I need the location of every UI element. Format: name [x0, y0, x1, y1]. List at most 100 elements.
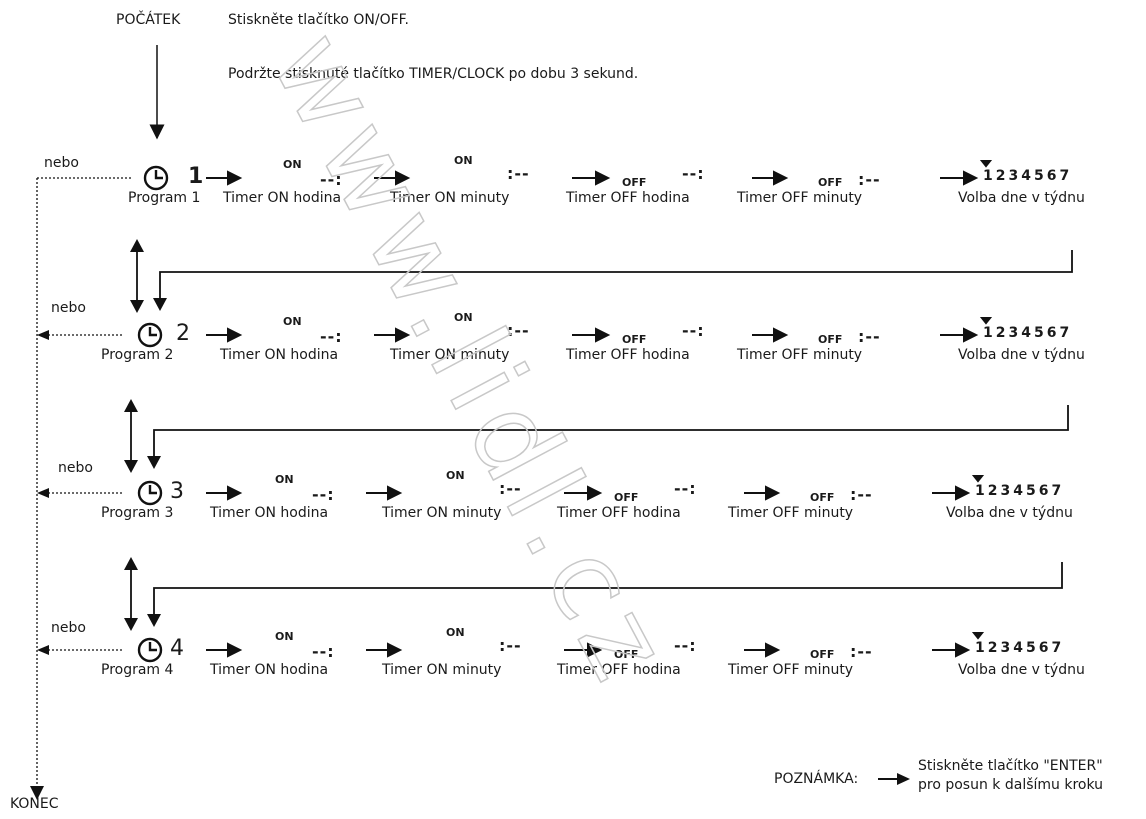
- display-on-minute: ON: [454, 311, 473, 324]
- start-label: POČÁTEK: [116, 12, 181, 28]
- step-arrowhead: [963, 170, 979, 186]
- display-on-hour: ON: [283, 315, 302, 328]
- weekday-selector: 1234567: [975, 640, 1065, 656]
- day-pointer-icon: [971, 475, 985, 483]
- caption-off-hour: Timer OFF hodina: [566, 347, 690, 363]
- program-label: Program 3: [101, 505, 174, 521]
- weekday-selector: 1234567: [983, 325, 1073, 341]
- display-minute-blank: :--: [507, 321, 530, 340]
- step-arrowhead: [595, 170, 611, 186]
- day-pointer-icon: [979, 317, 993, 325]
- or-label-2: nebo: [51, 300, 86, 316]
- caption-on-hour: Timer ON hodina: [210, 505, 329, 521]
- caption-weekday: Volba dne v týdnu: [946, 505, 1073, 521]
- display-off-minute-blank: :--: [850, 642, 873, 661]
- step-arrowhead: [963, 327, 979, 343]
- display-minute-blank: :--: [499, 479, 522, 498]
- caption-on-minute: Timer ON minuty: [382, 505, 502, 521]
- note-line-2: pro posun k dalšímu kroku: [918, 777, 1104, 793]
- display-off-hour-blank: --:: [682, 321, 705, 340]
- caption-on-hour: Timer ON hodina: [210, 662, 329, 678]
- step-arrowhead: [227, 170, 243, 186]
- display-on-hour: ON: [275, 473, 294, 486]
- display-off-minute-blank: :--: [850, 485, 873, 504]
- caption-on-minute: Timer ON minuty: [390, 190, 510, 206]
- display-off-hour-blank: --:: [674, 479, 697, 498]
- caption-weekday: Volba dne v týdnu: [958, 190, 1085, 206]
- day-pointer-icon: [979, 160, 993, 168]
- step-arrowhead: [765, 485, 781, 501]
- program-number: 4: [170, 636, 184, 661]
- program-number: 2: [176, 321, 190, 346]
- or-label-3: nebo: [58, 460, 93, 476]
- step-arrowhead: [387, 485, 403, 501]
- display-off-hour-blank: --:: [674, 636, 697, 655]
- step-arrowhead: [955, 485, 971, 501]
- display-off-hour: OFF: [622, 176, 647, 189]
- weekday-selector: 1234567: [983, 168, 1073, 184]
- day-pointer-icon: [971, 632, 985, 640]
- caption-weekday: Volba dne v týdnu: [958, 662, 1085, 678]
- note-label: POZNÁMKA:: [774, 771, 859, 787]
- display-on-minute: ON: [446, 626, 465, 639]
- step-arrowhead: [587, 642, 603, 658]
- step-arrowhead: [765, 642, 781, 658]
- program-number: 1: [188, 164, 204, 189]
- step-arrowhead: [773, 170, 789, 186]
- end-label: KONEC: [10, 796, 59, 812]
- step-arrowhead: [395, 170, 411, 186]
- display-off-minute: OFF: [818, 333, 843, 346]
- step-press-onoff: Stiskněte tlačítko ON/OFF.: [228, 12, 409, 28]
- step-arrowhead: [595, 327, 611, 343]
- caption-on-minute: Timer ON minuty: [382, 662, 502, 678]
- display-hour-blank: --:: [312, 642, 335, 661]
- step-arrowhead: [227, 485, 243, 501]
- program-number: 3: [170, 479, 184, 504]
- display-off-minute-blank: :--: [858, 170, 881, 189]
- step-arrowhead: [395, 327, 411, 343]
- display-minute-blank: :--: [507, 164, 530, 183]
- caption-off-minute: Timer OFF minuty: [728, 662, 854, 678]
- step-arrowhead: [387, 642, 403, 658]
- program-label: Program 4: [101, 662, 174, 678]
- program-label: Program 2: [101, 347, 174, 363]
- step-hold-timer: Podržte stisknuté tlačítko TIMER/CLOCK p…: [228, 66, 639, 82]
- display-minute-blank: :--: [499, 636, 522, 655]
- display-off-minute: OFF: [818, 176, 843, 189]
- display-on-minute: ON: [454, 154, 473, 167]
- caption-off-hour: Timer OFF hodina: [557, 662, 681, 678]
- display-on-minute: ON: [446, 469, 465, 482]
- display-hour-blank: --:: [320, 327, 343, 346]
- step-arrowhead: [773, 327, 789, 343]
- caption-off-minute: Timer OFF minuty: [728, 505, 854, 521]
- display-off-hour: OFF: [622, 333, 647, 346]
- display-on-hour: ON: [275, 630, 294, 643]
- step-arrowhead: [227, 642, 243, 658]
- display-off-minute: OFF: [810, 648, 835, 661]
- step-arrowhead: [587, 485, 603, 501]
- or-label-1: nebo: [44, 155, 79, 171]
- display-off-hour-blank: --:: [682, 164, 705, 183]
- caption-off-hour: Timer OFF hodina: [566, 190, 690, 206]
- display-hour-blank: --:: [312, 485, 335, 504]
- display-hour-blank: --:: [320, 170, 343, 189]
- step-arrowhead: [955, 642, 971, 658]
- caption-off-minute: Timer OFF minuty: [737, 190, 863, 206]
- or-label-4: nebo: [51, 620, 86, 636]
- caption-on-hour: Timer ON hodina: [220, 347, 339, 363]
- program-label: Program 1: [128, 190, 201, 206]
- display-off-hour: OFF: [614, 491, 639, 504]
- note-line-1: Stiskněte tlačítko "ENTER": [918, 758, 1103, 774]
- caption-weekday: Volba dne v týdnu: [958, 347, 1085, 363]
- caption-on-hour: Timer ON hodina: [223, 190, 342, 206]
- weekday-selector: 1234567: [975, 483, 1065, 499]
- caption-on-minute: Timer ON minuty: [390, 347, 510, 363]
- display-on-hour: ON: [283, 158, 302, 171]
- caption-off-minute: Timer OFF minuty: [737, 347, 863, 363]
- caption-off-hour: Timer OFF hodina: [557, 505, 681, 521]
- display-off-minute: OFF: [810, 491, 835, 504]
- step-arrowhead: [227, 327, 243, 343]
- display-off-hour: OFF: [614, 648, 639, 661]
- display-off-minute-blank: :--: [858, 327, 881, 346]
